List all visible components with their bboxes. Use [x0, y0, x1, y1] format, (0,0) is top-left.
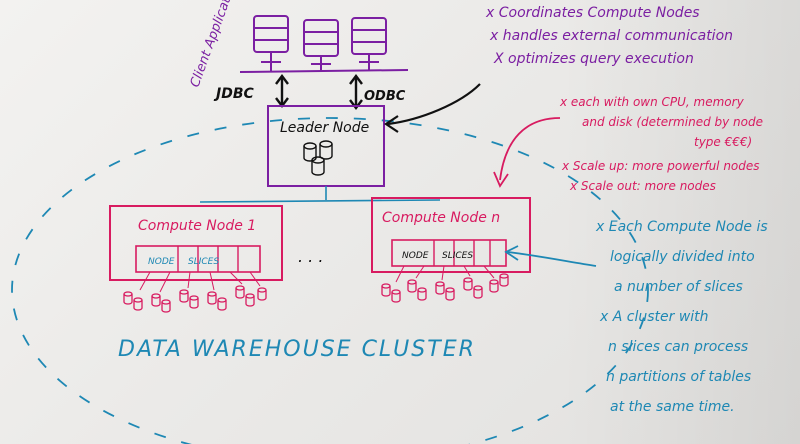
slice-db-icon [245, 293, 255, 307]
compute-node-n-title: Compute Node n [382, 210, 500, 226]
compute-node-n-slice-dbs [381, 273, 509, 303]
compute-node-n-node-label: NODE [402, 251, 429, 261]
compute-node-1-slices-label: SLICES [188, 257, 219, 267]
more-nodes-ellipsis: . . . [298, 247, 323, 266]
compute-note-item: type €€€) [694, 135, 753, 149]
slice-db-icon [499, 273, 509, 287]
slice-db-icon [151, 293, 161, 307]
compute-node-1-node-label: NODE [148, 257, 175, 267]
slice-note-item: n partitions of tables [606, 369, 752, 385]
slice-note-item: x A cluster with [600, 309, 709, 325]
leader-note-item: x Coordinates Compute Nodes [486, 5, 700, 21]
compute-note-item: x each with own CPU, memory [560, 95, 744, 109]
slice-db-icon [161, 299, 171, 313]
leader-note-item: x handles external communication [490, 28, 734, 44]
cluster-boundary [11, 117, 649, 444]
slice-db-icon [381, 283, 391, 297]
compute-node-1-slice-dbs [123, 285, 267, 313]
slice-note-item: logically divided into [610, 249, 755, 265]
cluster-label: DATA WAREHOUSE CLUSTER [118, 337, 476, 362]
slice-db-icon [435, 281, 445, 295]
slice-note-item: x Each Compute Node is [596, 219, 768, 235]
database-icon [303, 140, 333, 176]
slice-db-icon [417, 287, 427, 301]
slice-db-icon [235, 285, 245, 299]
jdbc-label: JDBC [213, 86, 255, 102]
slice-db-icon [257, 287, 267, 301]
slice-db-icon [407, 279, 417, 293]
client-computer-icon [303, 19, 339, 65]
slice-notes: x Each Compute Node is logically divided… [596, 212, 768, 422]
leader-node: Leader Node [267, 105, 385, 187]
leader-compute-links [199, 186, 441, 203]
slice-db-icon [123, 291, 133, 305]
compute-note-item: x Scale up: more powerful nodes [562, 159, 760, 173]
compute-notes: x each with own CPU, memory and disk (de… [560, 92, 763, 196]
client-application-label: Client Application [188, 0, 241, 89]
slice-note-item: n slices can process [608, 339, 749, 355]
connector-arrows [275, 74, 363, 110]
client-computer-icon [253, 15, 289, 63]
slice-db-icon [391, 289, 401, 303]
compute-node-1-title: Compute Node 1 [138, 218, 256, 234]
client-network-line [239, 69, 409, 73]
slice-note-item: at the same time. [610, 399, 735, 415]
slice-db-icon [133, 297, 143, 311]
slice-db-icon [445, 287, 455, 301]
compute-node-n-slices-label: SLICES [442, 251, 473, 261]
leader-note-item: X optimizes query execution [494, 51, 694, 67]
slice-db-icon [179, 289, 189, 303]
leader-note-arrow [387, 83, 481, 126]
slice-db-icon [463, 277, 473, 291]
slice-note-arrow [507, 251, 597, 267]
slice-db-icon [217, 297, 227, 311]
compute-note-item: x Scale out: more nodes [570, 179, 716, 193]
slice-db-icon [189, 295, 199, 309]
slice-db-icon [489, 279, 499, 293]
client-computer-icon [351, 17, 387, 63]
compute-note-arrow [499, 117, 561, 181]
compute-node-1: Compute Node 1 NODE SLICES [109, 205, 283, 281]
slice-db-icon [473, 285, 483, 299]
leader-node-title: Leader Node [280, 120, 369, 136]
compute-note-item: and disk (determined by node [582, 115, 763, 129]
client-computers [239, 15, 409, 73]
leader-notes: x Coordinates Compute Nodes x handles ex… [486, 2, 733, 71]
compute-node-n: Compute Node n NODE SLICES [371, 197, 531, 273]
slice-db-icon [207, 291, 217, 305]
odbc-label: ODBC [364, 89, 406, 104]
slice-note-item: a number of slices [614, 279, 743, 295]
